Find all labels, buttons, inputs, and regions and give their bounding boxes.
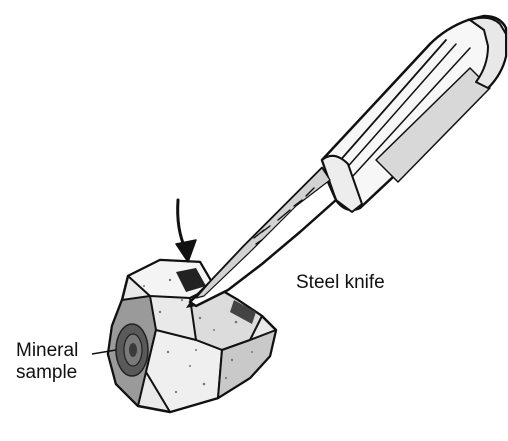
steel-knife	[186, 16, 506, 308]
mineral-label-line2: sample	[16, 362, 126, 384]
mineral-sample	[108, 260, 276, 412]
mineral-label-line1: Mineral	[16, 340, 126, 362]
curved-arrow	[176, 200, 196, 262]
mineral-sample-label: Mineral sample	[16, 340, 126, 384]
steel-knife-label: Steel knife	[296, 272, 385, 294]
